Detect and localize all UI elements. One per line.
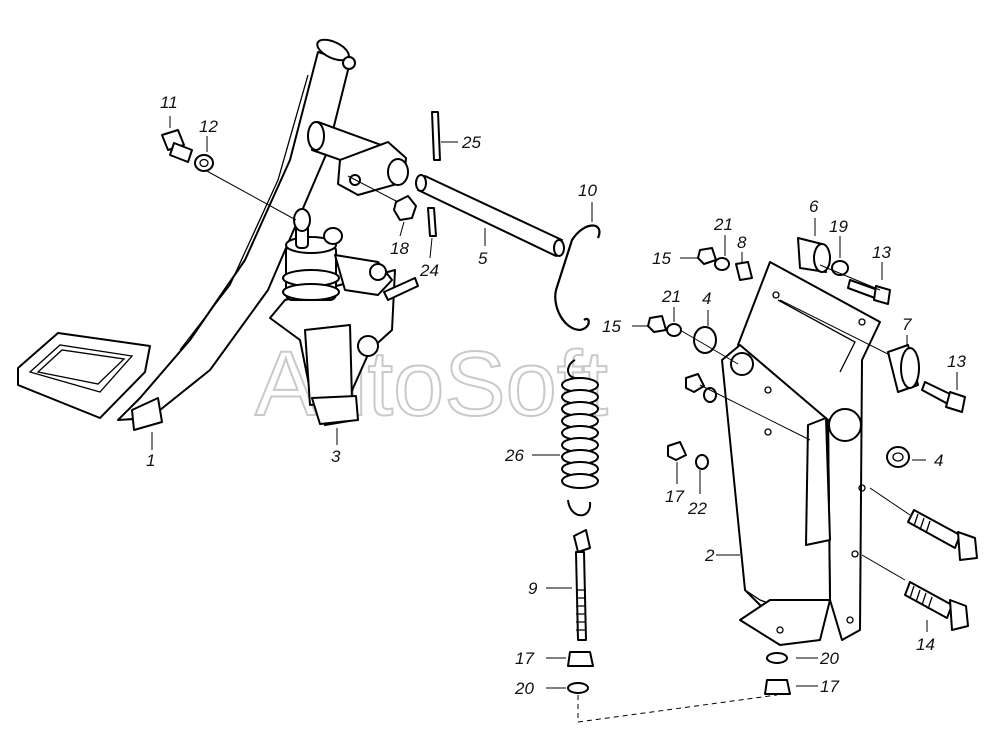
cotter-25 (431, 111, 441, 161)
callout-3: 3 (331, 447, 341, 466)
bushing-7 (887, 344, 920, 393)
nut-18 (393, 195, 417, 221)
callout-9: 9 (528, 579, 538, 598)
nut-15-lower (647, 315, 667, 333)
washer-12 (194, 154, 214, 172)
callout-15-upper: 15 (652, 249, 671, 268)
pedal-lever (117, 38, 356, 431)
callout-2: 2 (704, 546, 715, 565)
cotter-24 (427, 207, 437, 237)
callout-17-bracket: 17 (665, 487, 684, 506)
bolt-mid (907, 509, 978, 561)
bolt-13-lower (921, 381, 966, 413)
callout-8: 8 (737, 233, 747, 252)
spacer-8 (735, 261, 753, 281)
washer-21-upper (714, 257, 730, 271)
callout-6: 6 (809, 197, 819, 216)
callout-10: 10 (578, 181, 597, 200)
callout-17-rod: 17 (515, 649, 534, 668)
nut-mid (685, 373, 705, 393)
callout-4-right: 4 (934, 451, 943, 470)
callout-18: 18 (390, 239, 409, 258)
callout-14: 14 (916, 635, 935, 654)
callout-17-bottom: 17 (820, 677, 839, 696)
bracket-2 (721, 261, 881, 646)
washer-20-bracket (766, 652, 788, 664)
callout-22: 22 (687, 499, 707, 518)
pin-5 (415, 174, 565, 257)
washer-22 (695, 454, 709, 470)
washer-4-left (693, 326, 717, 354)
callout-4-left: 4 (702, 289, 711, 308)
callout-13-upper: 13 (872, 243, 891, 262)
callout-25: 25 (461, 133, 481, 152)
callout-7: 7 (902, 315, 912, 334)
callout-11: 11 (160, 93, 178, 112)
assembly-axes (204, 169, 911, 723)
washer-4-right (886, 446, 910, 468)
callout-20-bracket: 20 (819, 649, 839, 668)
callout-20-rod: 20 (514, 679, 534, 698)
callout-13-lower: 13 (947, 352, 966, 371)
bushing-6 (797, 237, 831, 273)
rod-9 (573, 529, 591, 641)
callout-21-upper: 21 (713, 215, 733, 234)
callout-19: 19 (829, 217, 848, 236)
callout-1: 1 (146, 451, 155, 470)
nut-17-rod (567, 651, 594, 667)
lever-shaft (307, 121, 409, 196)
spring-26 (561, 359, 599, 517)
nut-17-bottom (764, 679, 791, 695)
hook-10 (554, 224, 601, 332)
callout-24: 24 (419, 261, 439, 280)
callout-12: 12 (199, 117, 218, 136)
pedal-pad (17, 332, 151, 419)
callout-26: 26 (504, 446, 524, 465)
bolt-13-upper (847, 279, 891, 305)
washer-near-lever (323, 227, 343, 245)
washer-20-rod (567, 682, 589, 694)
bolt-14 (904, 581, 969, 631)
callout-leaders (151, 116, 958, 689)
callout-21-lower: 21 (661, 287, 681, 306)
washer-21-lower (666, 323, 682, 337)
callout-5: 5 (478, 249, 488, 268)
callout-15-lower: 15 (602, 317, 621, 336)
nut-17-bracket (667, 441, 687, 461)
bolt-11 (161, 129, 193, 163)
nut-15-upper (697, 247, 717, 265)
master-cylinder (269, 208, 419, 426)
callout-labels: 11 12 1 3 18 24 5 25 10 26 9 17 20 15 15… (146, 93, 966, 698)
